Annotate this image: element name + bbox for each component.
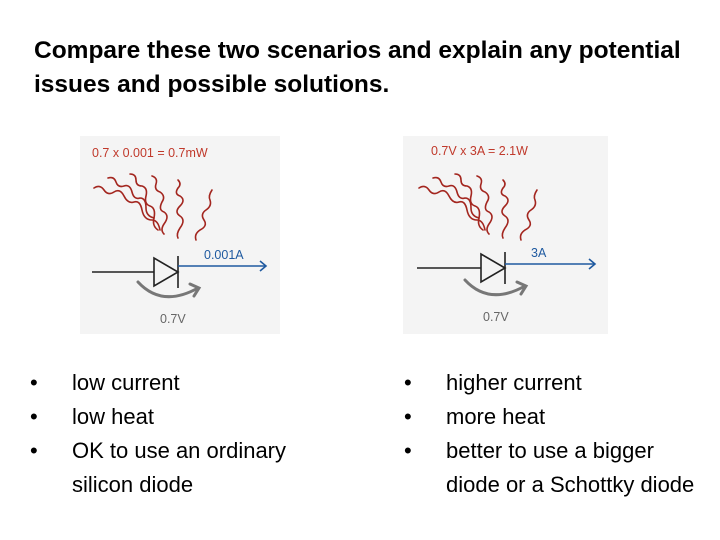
low-current-figure: 0.7 x 0.001 = 0.7mW 0.001A 0.7V (80, 136, 280, 334)
heat-waves-icon (418, 173, 538, 241)
current-label: 3A (531, 246, 547, 260)
list-item: more heat (400, 400, 710, 434)
list-item: low heat (26, 400, 346, 434)
low-current-diagram (92, 173, 268, 299)
low-current-bullet-list: low current low heat OK to use an ordina… (26, 366, 346, 502)
heat-waves-icon (93, 173, 213, 241)
high-current-figure: 0.7V x 3A = 2.1W 3A 0.7V (403, 136, 608, 334)
list-item: higher current (400, 366, 710, 400)
current-arrow-icon (178, 260, 268, 272)
diode-symbol-icon (92, 256, 180, 288)
current-label: 0.001A (204, 248, 244, 262)
diode-symbol-icon (417, 252, 507, 284)
voltage-arrow-icon (463, 278, 529, 297)
power-formula-label: 0.7V x 3A = 2.1W (431, 144, 528, 158)
high-current-diagram (417, 173, 597, 297)
voltage-label: 0.7V (160, 312, 186, 326)
list-item: OK to use an ordinary silicon diode (26, 434, 346, 502)
high-current-bullet-list: higher current more heat better to use a… (400, 366, 710, 502)
voltage-label: 0.7V (483, 310, 509, 324)
list-item: better to use a bigger diode or a Schott… (400, 434, 710, 502)
list-item: low current (26, 366, 346, 400)
current-arrow-icon (505, 258, 597, 270)
power-formula-label: 0.7 x 0.001 = 0.7mW (92, 146, 208, 160)
voltage-arrow-icon (136, 280, 202, 299)
slide-title: Compare these two scenarios and explain … (34, 37, 681, 98)
